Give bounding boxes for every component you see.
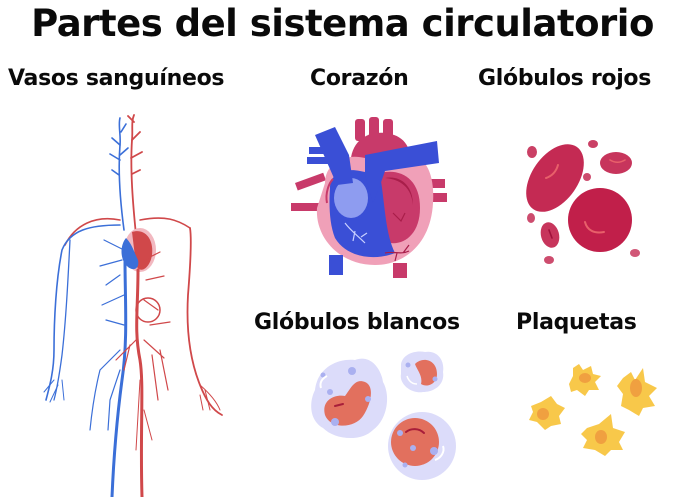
platelet-icon (617, 368, 657, 416)
label-plaquetas: Plaquetas (516, 310, 637, 335)
label-vasos-sanguineos: Vasos sanguíneos (8, 66, 225, 91)
platelet-icon (569, 364, 601, 396)
platelets-illustration (515, 350, 685, 497)
red-blood-cells-illustration (500, 120, 660, 280)
page-title: Partes del sistema circulatorio (31, 2, 654, 45)
blood-vessels-illustration (40, 110, 240, 497)
rbc-icon (526, 140, 640, 264)
platelet-icon (581, 414, 625, 456)
label-globulos-rojos: Glóbulos rojos (478, 66, 652, 91)
platelet-icon (529, 396, 565, 430)
wbc-small-icon (400, 351, 444, 393)
label-corazon: Corazón (310, 66, 409, 91)
head-arteries-icon (127, 114, 143, 236)
white-blood-cells-illustration (295, 340, 475, 497)
small-heart-icon (121, 228, 156, 272)
heart-illustration (285, 113, 465, 278)
wbc-round-icon (388, 412, 456, 480)
head-veins-icon (109, 117, 129, 231)
wbc-large-icon (311, 358, 388, 439)
label-globulos-blancos: Glóbulos blancos (254, 310, 460, 335)
